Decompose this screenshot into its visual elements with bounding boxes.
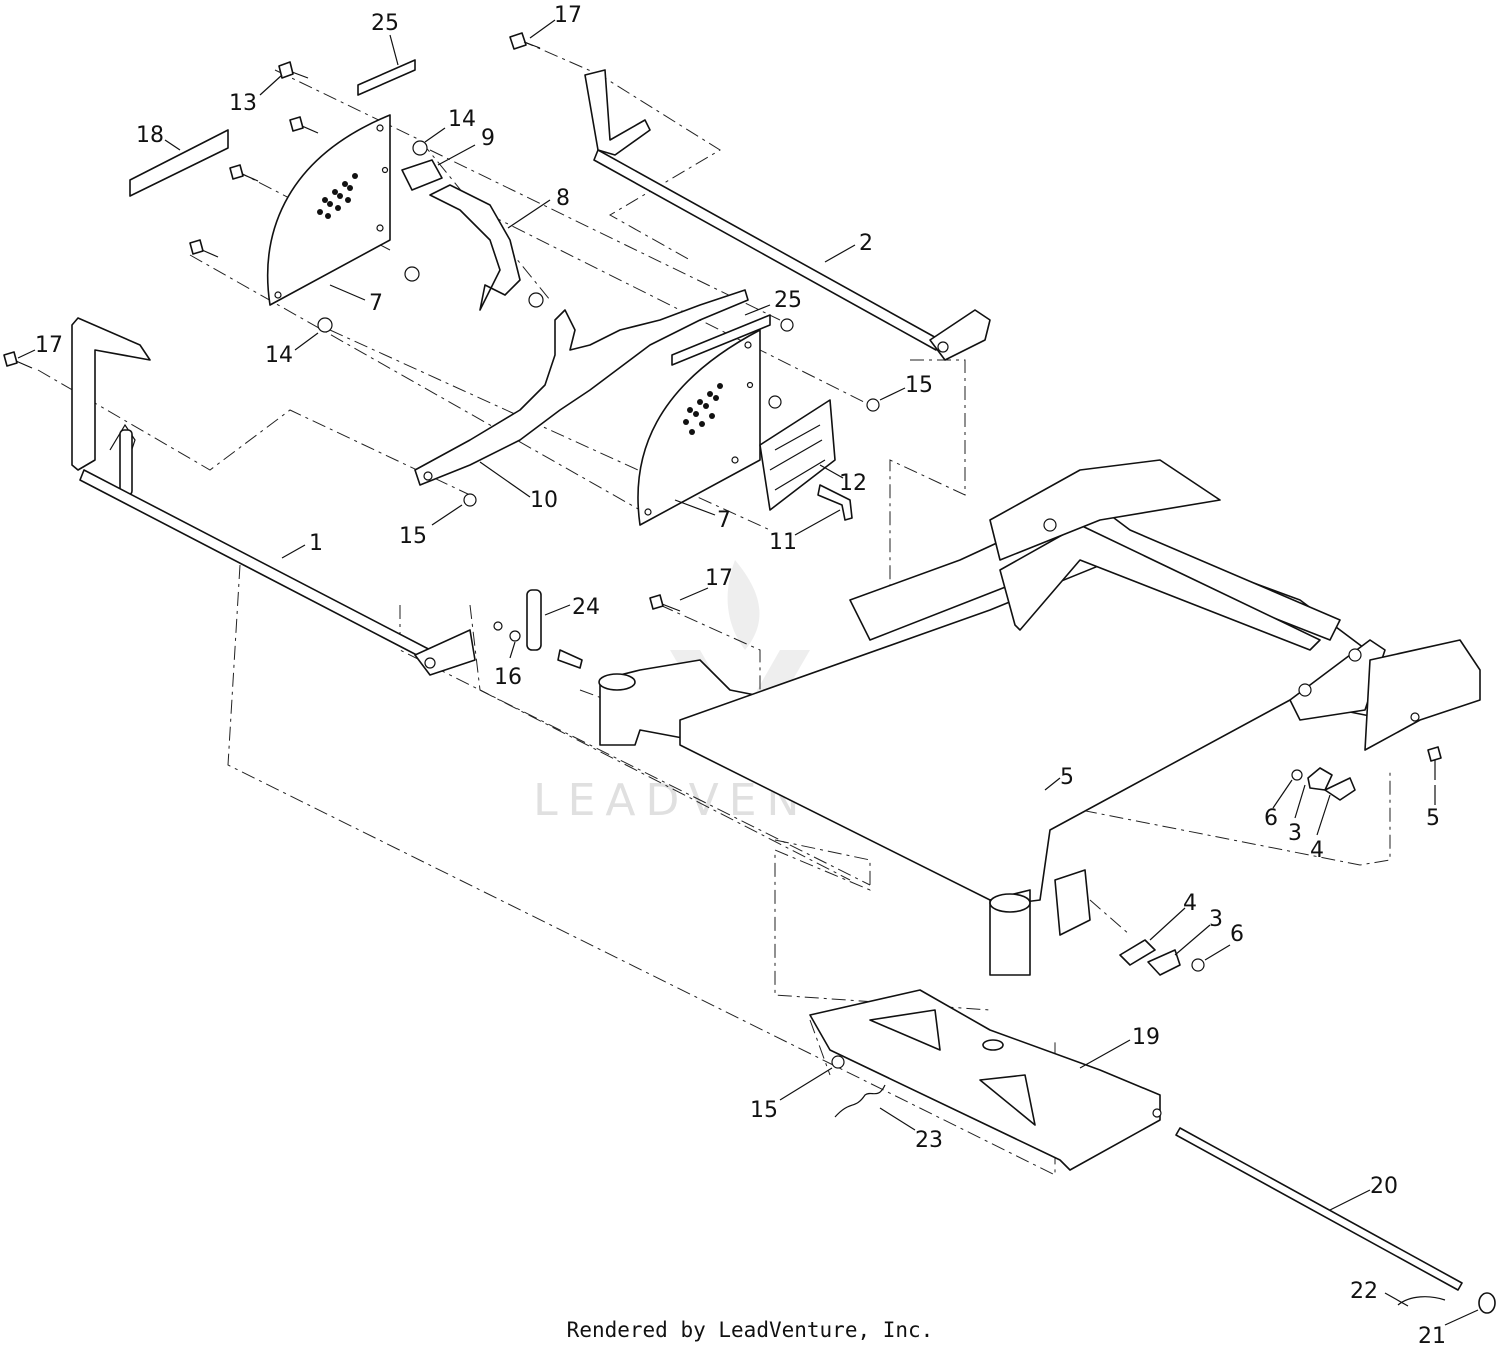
- callout-label: 20: [1370, 1174, 1398, 1199]
- callout-label: 15: [399, 524, 427, 549]
- callout-label: 5: [1060, 765, 1074, 790]
- control-bracket-17-left: [71, 317, 151, 496]
- callout-label: 6: [1264, 806, 1278, 831]
- callout-labels: 25 17 13 14 9 18 8 2 25 17 7 14 15 15 10…: [35, 3, 1446, 1349]
- callout-label: 23: [915, 1128, 943, 1153]
- washer-21: [1478, 1292, 1496, 1314]
- callout-label: 8: [556, 186, 570, 211]
- hardware-upper-right: [1291, 767, 1356, 801]
- callout-label: 13: [229, 91, 257, 116]
- callout-label: 19: [1132, 1025, 1160, 1050]
- main-frame: [598, 459, 1481, 976]
- decal-25-mid: [671, 314, 771, 366]
- callout-label: 12: [839, 471, 867, 496]
- callout-label: 16: [494, 665, 522, 690]
- nut-16: [493, 621, 503, 631]
- rod-20: [1175, 1127, 1463, 1291]
- lever-bracket-8: [429, 184, 521, 311]
- callout-label: 3: [1209, 907, 1223, 932]
- callout-label: 5: [1426, 806, 1440, 831]
- decal-18: [129, 129, 229, 197]
- callout-label: 18: [136, 123, 164, 148]
- nuts: [317, 140, 880, 1069]
- side-panel-7-left: [267, 114, 391, 306]
- callout-label: 4: [1183, 891, 1197, 916]
- callout-label: 14: [448, 107, 476, 132]
- callout-label: 1: [309, 531, 323, 556]
- bumper-9: [401, 159, 443, 191]
- decal-25-top: [357, 59, 416, 96]
- arm-hole: [423, 471, 433, 481]
- callout-label: 4: [1310, 838, 1324, 863]
- callout-label: 22: [1350, 1279, 1378, 1304]
- callout-label: 21: [1418, 1324, 1446, 1349]
- callout-label: 10: [530, 488, 558, 513]
- chain-24: [526, 589, 583, 669]
- callout-label: 25: [774, 288, 802, 313]
- callout-label: 2: [859, 231, 873, 256]
- callout-label: 17: [35, 333, 63, 358]
- washer-16: [509, 630, 521, 642]
- callout-label: 9: [481, 126, 495, 151]
- leader-lines: [17, 19, 1479, 1326]
- spring-23: [834, 1084, 886, 1118]
- callout-label: 15: [905, 373, 933, 398]
- callout-label: 6: [1230, 922, 1244, 947]
- callout-label: 17: [554, 3, 582, 28]
- hardware-lower-right: [1119, 939, 1205, 976]
- callout-label: 7: [717, 508, 731, 533]
- seat-plate-19: [809, 989, 1162, 1171]
- side-panel-7-right: [637, 329, 761, 526]
- callout-label: 3: [1288, 821, 1302, 846]
- callout-label: 7: [369, 291, 383, 316]
- callout-label: 17: [705, 566, 733, 591]
- callout-label: 25: [371, 11, 399, 36]
- footer-credit: Rendered by LeadVenture, Inc.: [566, 1318, 934, 1342]
- callout-label: 11: [769, 530, 797, 555]
- brake-arm-10: [414, 289, 749, 486]
- shaft-2: [584, 69, 991, 361]
- shaft-1: [79, 469, 476, 676]
- pin-11: [817, 484, 853, 521]
- callout-label: 14: [265, 343, 293, 368]
- callout-label: 24: [572, 595, 600, 620]
- callout-label: 15: [750, 1098, 778, 1123]
